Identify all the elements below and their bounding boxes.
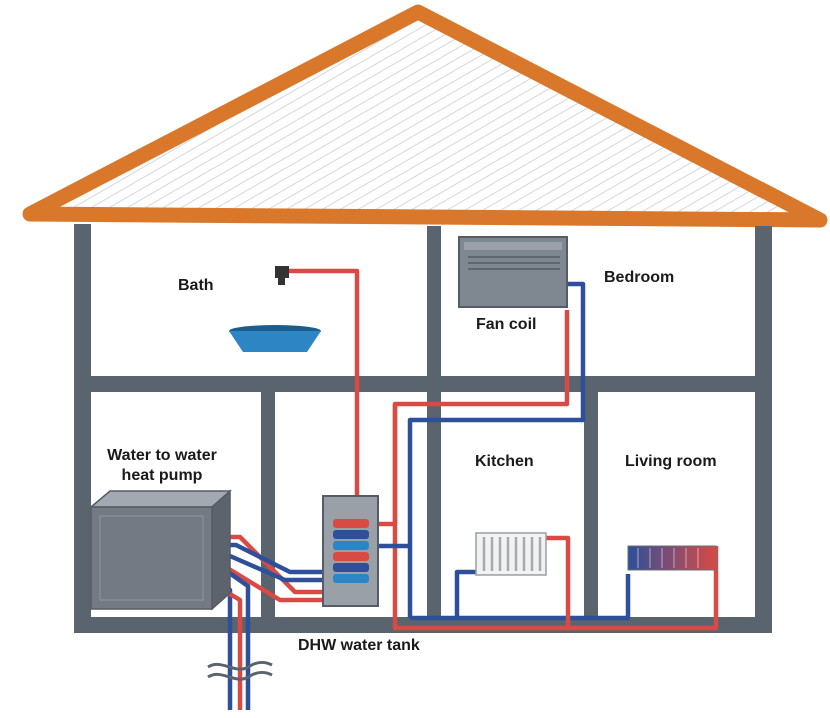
- living-room-label: Living room: [625, 453, 717, 470]
- kitchen-radiator-hot-pipe: [546, 535, 571, 628]
- dhw-tank-label: DHW water tank: [298, 637, 420, 654]
- living-room-radiator: [627, 545, 717, 571]
- ground-break-symbol: [207, 661, 273, 681]
- fan-coil-label: Fan coil: [476, 316, 537, 333]
- heating-return-main: [410, 574, 631, 621]
- fan-coil-hot-pipe: [378, 310, 570, 527]
- bath-basin-icon: [229, 325, 321, 352]
- heat-pump-label-line2: heat pump: [121, 467, 203, 484]
- heating-supply-main: [392, 404, 719, 631]
- dhw-tank: [322, 495, 379, 607]
- kitchen-radiator-return-pipe: [454, 569, 477, 618]
- faucet-icon: [275, 266, 289, 285]
- heat-pump-unit: [88, 489, 232, 611]
- heat-pump-label: Water to water heat pump: [98, 446, 226, 486]
- fan-coil-unit: [458, 236, 568, 308]
- bedroom-label: Bedroom: [604, 269, 675, 286]
- heat-pump-label-line1: Water to water: [107, 447, 217, 464]
- kitchen-radiator: [475, 532, 547, 576]
- fan-coil-return-pipe: [407, 281, 586, 618]
- bath-label: Bath: [178, 277, 214, 294]
- kitchen-label: Kitchen: [475, 453, 534, 470]
- roof: [22, 4, 828, 228]
- dhw-hot-supply-pipe: [283, 268, 360, 496]
